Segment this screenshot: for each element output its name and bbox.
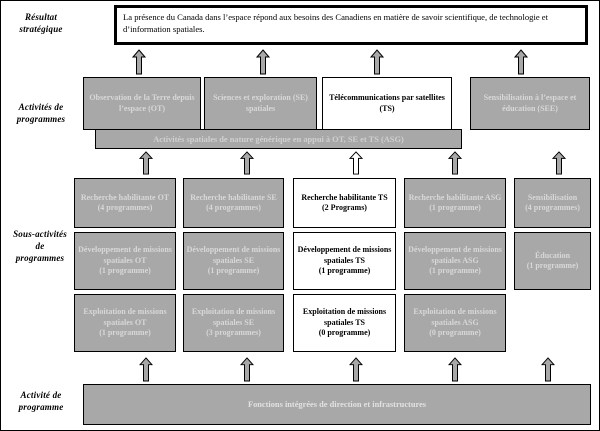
program-activity-label: Sensibilisation à l’espace et éducation … [483, 93, 577, 113]
subactivity-box-exploitation-ts[interactable]: Exploitation de missions spatiales TS(0 … [293, 294, 396, 352]
subactivity-box-exploitation-se[interactable]: Exploitation de missions spatiales SE(3 … [183, 294, 284, 352]
subactivity-count: (1 programme) [429, 266, 481, 276]
subactivity-box-recherche-ot[interactable]: Recherche habilitante OT(4 programmes) [74, 178, 176, 228]
subactivity-label: Développement de missions spatiales TS [297, 245, 392, 265]
subactivity-count: (2 Programs) [322, 203, 367, 212]
subactivity-label: Exploitation de missions spatiales TS [302, 307, 387, 327]
subactivity-count: (1 programme) [318, 266, 371, 276]
generic-support-bar-asg[interactable]: Activités spatiales de nature générique … [95, 129, 462, 149]
program-activity-box-ot[interactable]: Observation de la Terre depuis l’espace … [83, 77, 201, 130]
subactivity-box-recherche-ts[interactable]: Recherche habilitante TS(2 Programs) [293, 178, 396, 228]
subactivity-count: (0 programme) [318, 328, 371, 338]
subactivity-count: (4 programmes) [97, 203, 153, 212]
up-arrow-icon [514, 49, 528, 75]
up-arrow-icon [349, 357, 363, 382]
subactivity-box-recherche-asg[interactable]: Recherche habilitante ASG(1 programme) [404, 178, 506, 228]
subactivity-count: (1 programme) [429, 203, 481, 212]
up-arrow-icon [139, 151, 153, 175]
subactivity-box-developpement-ts[interactable]: Développement de missions spatiales TS(1… [293, 232, 396, 290]
subactivity-label: Développement de missions spatiales SE [186, 245, 281, 265]
program-activity-label: Observation de la Terre depuis l’espace … [89, 93, 195, 113]
subactivity-count: (3 programmes) [206, 328, 261, 338]
subactivity-count: (0 programme) [429, 328, 481, 338]
row-label-line: Sous-activités de programmes [13, 229, 67, 263]
row-label-line: Résultat stratégique [19, 12, 63, 34]
row-label-program-activities: Activités de programmes [7, 101, 75, 125]
subactivity-label: Recherche habilitante TS [301, 192, 388, 202]
subactivity-count: (1 programme) [526, 261, 579, 270]
subactivity-box-developpement-ot[interactable]: Développement de missions spatiales OT(1… [74, 232, 176, 290]
subactivity-label: Développement de missions spatiales ASG [408, 245, 502, 265]
up-arrow-icon [240, 357, 254, 382]
row-label-line: Activité de programme [18, 390, 64, 412]
up-arrow-icon [132, 49, 146, 75]
up-arrow-icon [448, 357, 462, 382]
subactivity-box-developpement-se[interactable]: Développement de missions spatiales SE(1… [183, 232, 284, 290]
program-activity-label: Sciences et exploration (SE) spatiales [213, 93, 308, 113]
subactivity-label: Exploitation de missions spatiales ASG [413, 307, 497, 327]
program-activity-box-se[interactable]: Sciences et exploration (SE) spatiales [204, 77, 317, 130]
subactivity-count: (4 programmes) [206, 203, 261, 212]
row-label-line: Activités de programmes [16, 102, 66, 124]
subactivity-label: Exploitation de missions spatiales SE [191, 307, 276, 327]
subactivity-box-sensibilisation[interactable]: Sensibilisation(4 programmes) [514, 178, 591, 228]
strategic-outcome-banner: La présence du Canada dans l’espace répo… [114, 5, 588, 45]
subactivity-label: Recherche habilitante ASG [408, 192, 502, 202]
subactivity-label: Développement de missions spatiales OT [78, 245, 172, 265]
up-arrow-icon [552, 151, 566, 175]
subactivity-label: Sensibilisation [527, 192, 578, 202]
subactivity-count: (1 programme) [99, 266, 151, 276]
row-label-strategic-outcome: Résultat stratégique [7, 11, 75, 35]
subactivity-label: Recherche habilitante OT [80, 192, 170, 202]
up-arrow-icon-outline [349, 151, 363, 175]
up-arrow-icon [240, 151, 254, 175]
subactivity-label: Éducation [534, 250, 571, 260]
subactivity-box-recherche-se[interactable]: Recherche habilitante SE(4 programmes) [183, 178, 284, 228]
program-activity-box-ts[interactable]: Télécommunications par satellites (TS) [322, 77, 452, 130]
subactivity-box-developpement-asg[interactable]: Développement de missions spatiales ASG(… [404, 232, 506, 290]
up-arrow-icon [139, 357, 153, 382]
subactivity-label: Recherche habilitante SE [190, 192, 277, 202]
strategic-outcome-text: La présence du Canada dans l’espace répo… [123, 12, 548, 34]
generic-support-label: Activités spatiales de nature générique … [153, 134, 404, 144]
row-label-program-subactivities: Sous-activités de programmes [3, 228, 77, 264]
footer-bar-label: Fonctions intégrées de direction et infr… [247, 400, 427, 409]
up-arrow-icon [256, 49, 270, 75]
program-activity-label: Télécommunications par satellites (TS) [329, 93, 445, 113]
up-arrow-icon [448, 151, 462, 175]
subactivity-box-education[interactable]: Éducation(1 programme) [514, 232, 591, 290]
subactivity-label: Exploitation de missions spatiales OT [83, 307, 167, 327]
up-arrow-icon [370, 49, 384, 75]
footer-bar-integrated-functions[interactable]: Fonctions intégrées de direction et infr… [83, 384, 591, 425]
row-label-program-activity: Activité de programme [7, 389, 75, 413]
subactivity-count: (1 programme) [207, 266, 260, 276]
subactivity-box-exploitation-ot[interactable]: Exploitation de missions spatiales OT(1 … [74, 294, 176, 352]
up-arrow-icon [541, 357, 555, 382]
program-activity-box-see[interactable]: Sensibilisation à l’espace et éducation … [470, 77, 590, 130]
subactivity-count: (1 programme) [99, 328, 151, 338]
subactivity-count: (4 programmes) [525, 203, 580, 212]
subactivity-box-exploitation-asg[interactable]: Exploitation de missions spatiales ASG(0… [404, 294, 506, 352]
